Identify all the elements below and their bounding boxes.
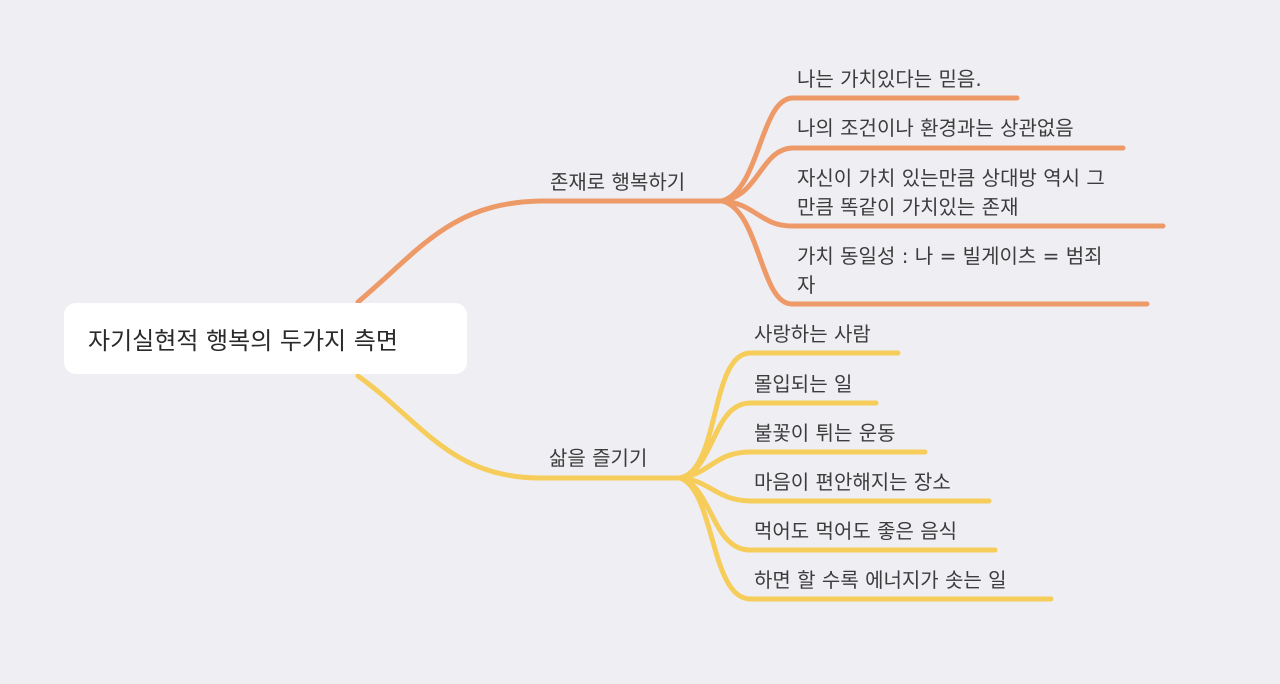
connector-branch-1-child-1 bbox=[719, 95, 1020, 204]
subtopic-line: 가치 동일성 : 나 = 빌게이츠 = 범죄 bbox=[797, 244, 1103, 268]
subtopic-line: 하면 할 수록 에너지가 솟는 일 bbox=[754, 568, 1007, 592]
subtopic-comfortable-place[interactable]: 마음이 편안해지는 장소 bbox=[754, 468, 951, 497]
subtopic-line: 불꽃이 튀는 운동 bbox=[754, 421, 896, 445]
branch-existence[interactable]: 존재로 행복하기 bbox=[550, 168, 685, 197]
subtopic-line: 몰입되는 일 bbox=[754, 372, 853, 396]
subtopic-equal-worth[interactable]: 자신이 가치 있는만큼 상대방 역시 그 만큼 똑같이 가치있는 존재 bbox=[797, 164, 1105, 222]
subtopic-line: 나의 조건이나 환경과는 상관없음 bbox=[797, 116, 1074, 140]
subtopic-favorite-food[interactable]: 먹어도 먹어도 좋은 음식 bbox=[754, 517, 957, 546]
connector-branch-2-child-6 bbox=[677, 475, 1054, 602]
connector-branch-2-child-3 bbox=[677, 449, 928, 481]
connector-root-branch-2 bbox=[355, 373, 683, 481]
subtopic-line: 자신이 가치 있는만큼 상대방 역시 그 bbox=[797, 166, 1105, 190]
subtopic-exercise[interactable]: 불꽃이 튀는 운동 bbox=[754, 419, 896, 448]
subtopic-line: 마음이 편안해지는 장소 bbox=[754, 470, 951, 494]
subtopic-immersive-work[interactable]: 몰입되는 일 bbox=[754, 370, 852, 399]
branch-enjoy-life[interactable]: 삶을 즐기기 bbox=[549, 444, 647, 473]
root-topic-label: 자기실현적 행복의 두가지 측면 bbox=[88, 327, 398, 355]
subtopic-unconditional[interactable]: 나의 조건이나 환경과는 상관없음 bbox=[797, 114, 1074, 143]
connector-branch-2-child-4 bbox=[677, 475, 992, 504]
connector-branch-1-child-4 bbox=[719, 198, 1150, 307]
connector-branch-1-child-3 bbox=[719, 198, 1166, 229]
subtopic-line: 나는 가치있다는 믿음. bbox=[797, 67, 982, 91]
subtopic-belief-worth[interactable]: 나는 가치있다는 믿음. bbox=[797, 65, 982, 94]
root-topic[interactable]: 자기실현적 행복의 두가지 측면 bbox=[64, 303, 467, 374]
subtopic-loved-one[interactable]: 사랑하는 사람 bbox=[754, 320, 871, 349]
subtopic-line: 사랑하는 사람 bbox=[754, 322, 871, 346]
subtopic-value-equality[interactable]: 가치 동일성 : 나 = 빌게이츠 = 범죄 자 bbox=[797, 242, 1103, 300]
connector-root-branch-1 bbox=[355, 198, 725, 305]
subtopic-line: 먹어도 먹어도 좋은 음식 bbox=[754, 519, 958, 543]
branch-label: 삶을 즐기기 bbox=[549, 446, 648, 470]
connector-branch-1-child-2 bbox=[719, 145, 1126, 204]
subtopic-line: 만큼 똑같이 가치있는 존재 bbox=[797, 195, 1019, 219]
subtopic-energizing-work[interactable]: 하면 할 수록 에너지가 솟는 일 bbox=[754, 566, 1007, 595]
branch-label: 존재로 행복하기 bbox=[550, 170, 686, 194]
connector-branch-2-child-2 bbox=[677, 400, 879, 481]
subtopic-line: 자 bbox=[797, 273, 816, 297]
